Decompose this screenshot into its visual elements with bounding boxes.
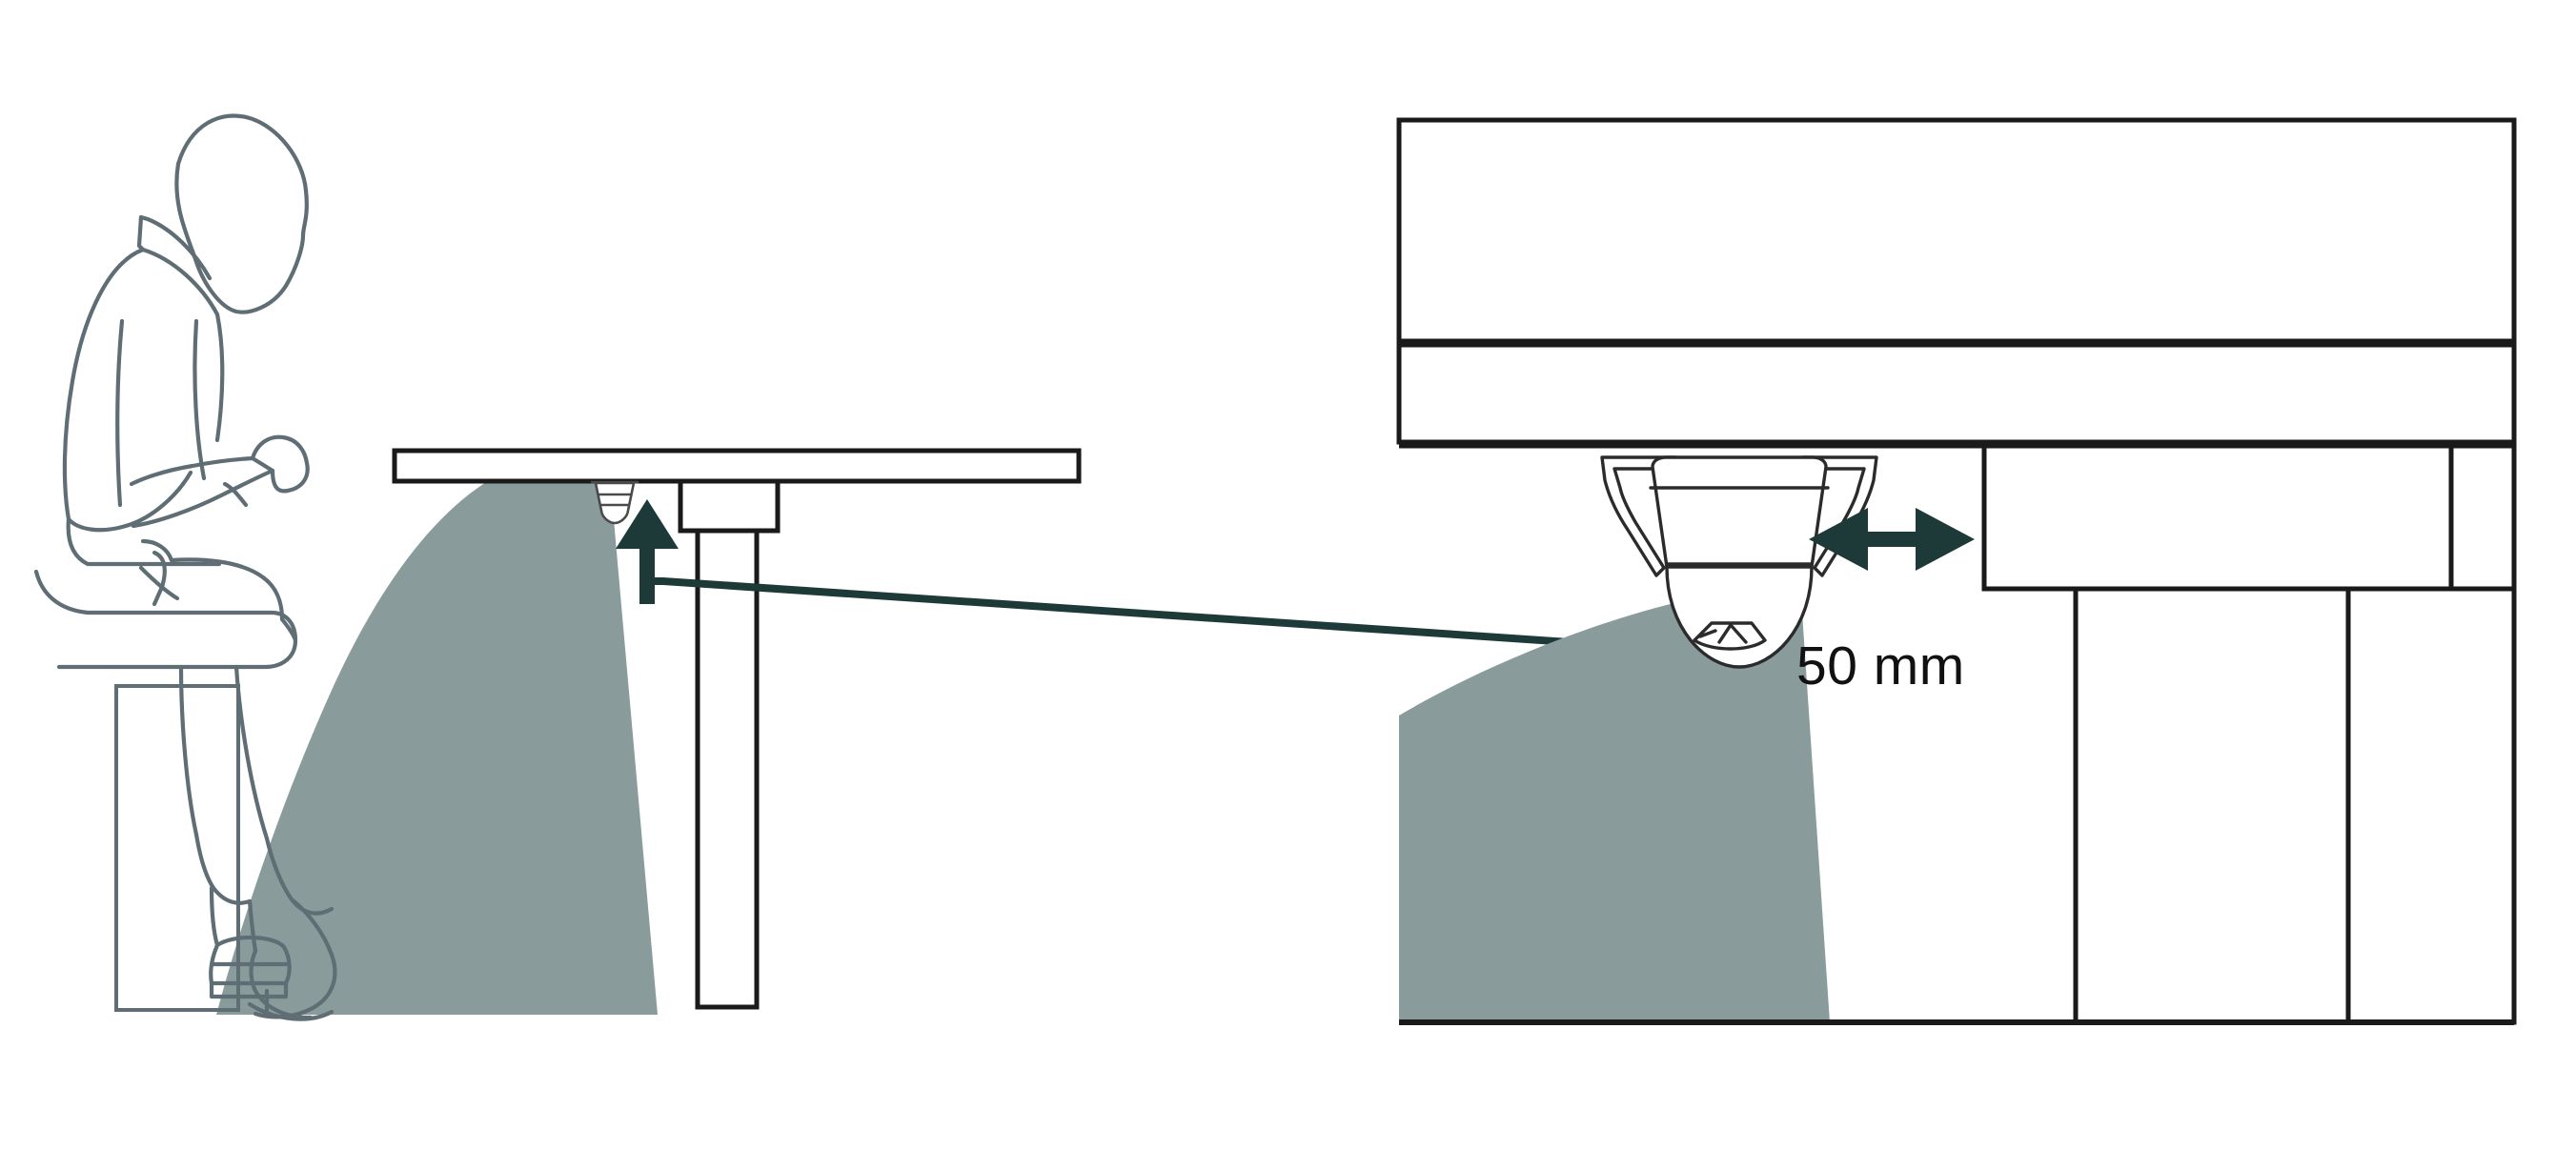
person-thigh-top (169, 557, 285, 622)
person-neck-shoulder (140, 247, 220, 317)
device-housing (1651, 455, 1828, 569)
callout-arrow-up (616, 499, 679, 604)
person-thigh (233, 664, 270, 841)
callout-arrow-shaft (639, 545, 655, 604)
device-flange-left (1600, 455, 1677, 577)
device-cable-exit-detail-3 (1698, 629, 1717, 638)
person-ankle-far (209, 885, 220, 948)
person-shoe-near-sole (247, 1001, 335, 1021)
person-forearm (129, 455, 255, 487)
dimension-label: 50 mm (1796, 635, 1965, 696)
person-seat-front (279, 616, 298, 643)
person-front-torso (214, 312, 225, 443)
person-leg-far (193, 832, 253, 905)
person-shoe-far-sole (209, 980, 289, 999)
desk-leg-column (695, 528, 760, 1010)
person-collar-fold (136, 214, 146, 252)
person-upper-arm (66, 470, 193, 533)
person-back (62, 247, 146, 522)
person-seat (33, 569, 298, 670)
under-desk-device-body (594, 481, 636, 525)
clearance-arrow-head-right (1916, 508, 1975, 571)
clearance-double-arrow (1809, 508, 1975, 571)
person-hand (250, 434, 310, 494)
stool-seat-base (114, 684, 240, 1012)
clearance-arrow-head-left (1809, 508, 1868, 571)
panel-band-upper (1396, 117, 2517, 344)
person-lap-top (66, 516, 222, 567)
under-desk-device-detail (1600, 455, 1878, 669)
person-hand-outer (138, 565, 180, 601)
callout-arrow-head (616, 499, 679, 549)
person-elbow-crease (222, 481, 249, 508)
person-shoe-far (209, 935, 292, 986)
pedestal-right-segment (2345, 586, 2517, 1025)
person-ankle-far-2 (247, 898, 258, 954)
right-view-group: 50 mm (1396, 117, 2517, 1025)
person-shoulder-seam (115, 318, 125, 508)
pedestal-block (1981, 443, 2454, 592)
under-desk-device (591, 480, 639, 525)
device-cable-exit-detail-2 (1729, 623, 1748, 644)
pedestal-lower-body (2073, 586, 2351, 1025)
person-forearm-lower (131, 468, 275, 529)
desk-top-slab (392, 448, 1082, 484)
legroom-shaded-zone (216, 454, 658, 1015)
person-collar (138, 214, 213, 281)
callout-leader-line (639, 577, 1755, 658)
desk-leg-top-bracket (678, 478, 781, 534)
person-torso-seam (193, 318, 207, 481)
device-cable-exit-detail-1 (1717, 623, 1733, 644)
left-view-group (33, 113, 1082, 1021)
person-thigh-rear (178, 664, 199, 837)
person-thumb (152, 550, 167, 607)
person-hand-detail (140, 538, 174, 563)
legroom-shaded-zone-detail (1399, 593, 1830, 1022)
panel-band-middle (1396, 342, 2517, 445)
clearance-arrow-shaft (1860, 532, 1917, 547)
